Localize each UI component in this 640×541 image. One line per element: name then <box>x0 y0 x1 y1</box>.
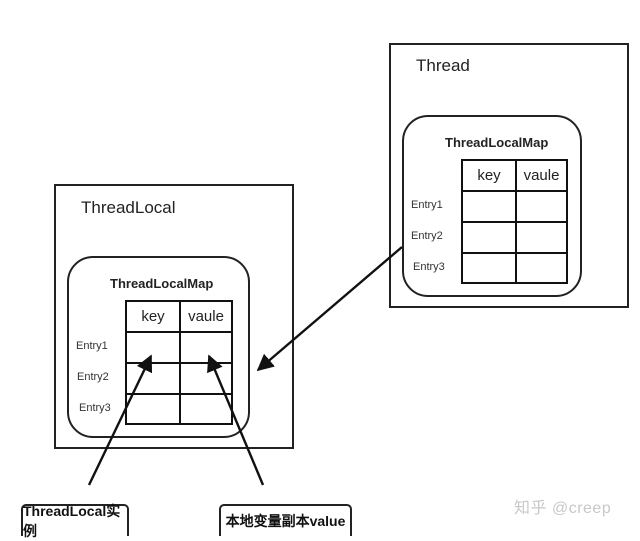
value-copy-to-value-arrow <box>207 354 265 486</box>
threadlocal-title: ThreadLocal <box>81 198 176 217</box>
entry3-value-cell <box>179 393 233 425</box>
thread-map-title: ThreadLocalMap <box>445 135 549 150</box>
header-key: key <box>461 159 517 192</box>
header-value: vaule <box>179 300 233 333</box>
thread-title: Thread <box>416 56 470 75</box>
thread-map-table: key vaule <box>461 159 568 284</box>
threadlocal-entry1-label: Entry1 <box>76 340 108 352</box>
entry3-key-cell <box>125 393 181 425</box>
entry1-key-cell <box>461 190 517 223</box>
table-row <box>125 393 233 425</box>
entry3-key-cell <box>461 252 517 284</box>
watermark: 知乎 @creep <box>514 500 612 517</box>
entry3-value-cell <box>515 252 568 284</box>
instance-to-key-arrow <box>87 354 153 486</box>
table-row <box>461 252 568 284</box>
entry1-value-cell <box>515 190 568 223</box>
table-row <box>461 190 568 223</box>
threadlocal-entry2-label: Entry2 <box>77 371 109 383</box>
threadlocal-box <box>54 184 294 449</box>
threadlocal-entry3-label: Entry3 <box>79 402 111 414</box>
table-row <box>461 221 568 254</box>
entry1-key-cell <box>125 331 181 364</box>
thread-box <box>389 43 629 308</box>
threadlocal-map-title: ThreadLocalMap <box>110 276 214 291</box>
table-header-row: key vaule <box>125 300 233 333</box>
table-header-row: key vaule <box>461 159 568 192</box>
entry1-value-cell <box>179 331 233 364</box>
header-value: vaule <box>515 159 568 192</box>
header-key: key <box>125 300 181 333</box>
thread-to-threadlocal-arrow <box>256 246 403 372</box>
thread-map-container <box>402 115 582 297</box>
entry2-key-cell <box>461 221 517 254</box>
threadlocal-instance-label: ThreadLocal实例 <box>21 503 129 539</box>
local-value-copy-label: 本地变量副本value <box>219 504 352 536</box>
thread-entry2-label: Entry2 <box>411 230 443 242</box>
entry2-value-cell <box>515 221 568 254</box>
table-row <box>125 331 233 364</box>
thread-entry1-label: Entry1 <box>411 199 443 211</box>
threadlocal-map-container <box>67 256 250 438</box>
thread-entry3-label: Entry3 <box>413 261 445 273</box>
